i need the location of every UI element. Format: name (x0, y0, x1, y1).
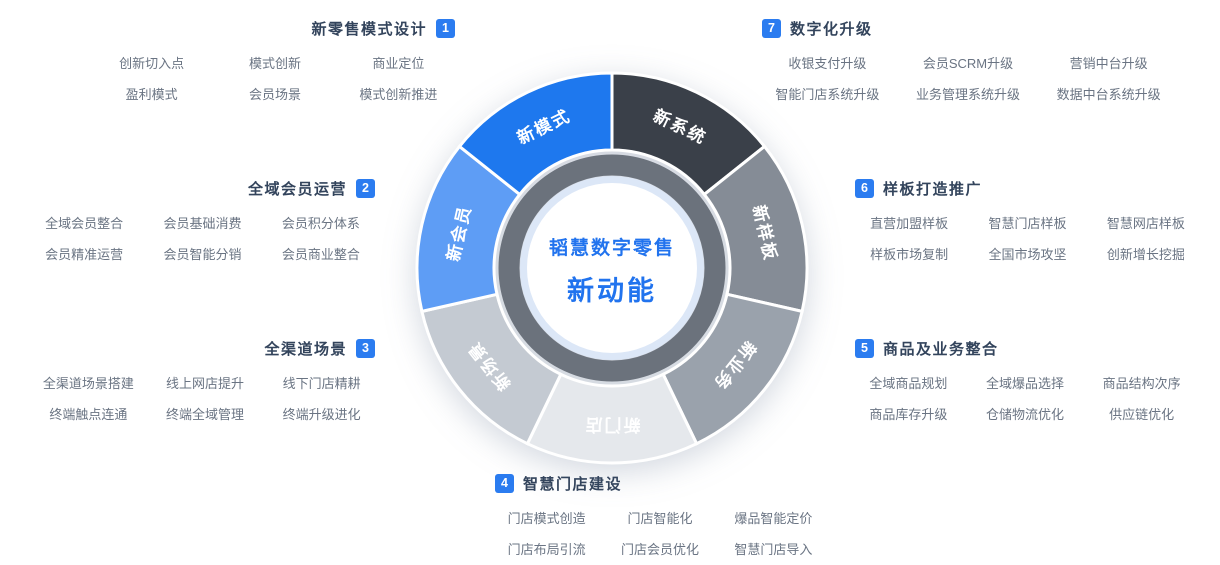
section-title: 全域会员运营 (247, 180, 347, 198)
section-header: 4 智慧门店建设 (495, 473, 825, 493)
section-items: 直营加盟样板 智慧门店样板 智慧网店样板 样板市场复制 全国市场攻坚 创新增长挖… (855, 213, 1200, 263)
section-header: 5 商品及业务整合 (855, 338, 1195, 358)
section-header: 全渠道场景 3 (35, 338, 375, 358)
section-item: 商品结构次序 (1102, 376, 1181, 391)
section-item: 会员场景 (248, 87, 301, 102)
section-number-badge: 3 (356, 338, 375, 358)
section-title: 新零售模式设计 (311, 20, 427, 38)
section-template-promotion: 6 样板打造推广 直营加盟样板 智慧门店样板 智慧网店样板 样板市场复制 全国市… (855, 178, 1200, 263)
section-title: 商品及业务整合 (883, 340, 999, 358)
section-item: 智能门店系统升级 (775, 87, 880, 102)
section-item: 供应链优化 (1109, 407, 1175, 422)
section-item: 直营加盟样板 (870, 216, 949, 231)
section-number-badge: 1 (436, 18, 455, 38)
section-new-retail-model-design: 新零售模式设计 1 创新切入点 模式创新 商业定位 盈利模式 会员场景 模式创新… (95, 18, 455, 103)
section-item: 全渠道场景搭建 (42, 376, 134, 391)
section-item: 数据中台系统升级 (1056, 87, 1161, 102)
section-item: 智慧门店样板 (988, 216, 1067, 231)
section-item: 会员商业整合 (281, 247, 360, 262)
section-items: 创新切入点 模式创新 商业定位 盈利模式 会员场景 模式创新推进 (95, 53, 455, 103)
section-item: 门店智能化 (627, 511, 693, 526)
section-member-operation: 全域会员运营 2 全域会员整合 会员基础消费 会员积分体系 会员精准运营 会员智… (30, 178, 375, 263)
section-number-badge: 6 (855, 178, 874, 198)
section-item: 线下门店精耕 (282, 376, 361, 391)
section-smart-store: 4 智慧门店建设 门店模式创造 门店智能化 爆品智能定价 门店布局引流 门店会员… (495, 473, 825, 558)
section-item: 智慧网店样板 (1106, 216, 1185, 231)
wheel-segment-new-model (457, 71, 614, 197)
section-item: 商业定位 (372, 56, 425, 71)
section-items: 全域商品规划 全域爆品选择 商品结构次序 商品库存升级 仓储物流优化 供应链优化 (855, 373, 1195, 423)
center-title: 韬慧数字零售 (549, 236, 675, 259)
section-item: 终端全域管理 (165, 407, 244, 422)
section-header: 新零售模式设计 1 (95, 18, 455, 38)
section-item: 创新切入点 (119, 56, 185, 71)
wheel-segments (415, 71, 809, 465)
section-header: 7 数字化升级 (762, 18, 1174, 38)
section-title: 智慧门店建设 (523, 475, 623, 493)
section-header: 6 样板打造推广 (855, 178, 1200, 198)
section-items: 全渠道场景搭建 线上网店提升 线下门店精耕 终端触点连通 终端全域管理 终端升级… (35, 373, 375, 423)
section-item: 创新增长挖掘 (1106, 247, 1185, 262)
section-goods-business-integration: 5 商品及业务整合 全域商品规划 全域爆品选择 商品结构次序 商品库存升级 仓储… (855, 338, 1195, 423)
section-item: 全域商品规划 (869, 376, 948, 391)
section-item: 会员精准运营 (45, 247, 124, 262)
section-item: 门店会员优化 (620, 542, 699, 557)
section-item: 全域会员整合 (45, 216, 124, 231)
section-item: 终端触点连通 (49, 407, 128, 422)
section-item: 模式创新 (248, 56, 301, 71)
section-item: 会员积分体系 (281, 216, 360, 231)
section-item: 线上网店提升 (165, 376, 244, 391)
section-item: 商品库存升级 (869, 407, 948, 422)
section-item: 营销中台升级 (1069, 56, 1148, 71)
section-item: 会员基础消费 (163, 216, 242, 231)
section-omnichannel-scene: 全渠道场景 3 全渠道场景搭建 线上网店提升 线下门店精耕 终端触点连通 终端全… (35, 338, 375, 423)
section-item: 模式创新推进 (359, 87, 438, 102)
inner-gray-ring (498, 154, 726, 382)
center-circle (527, 183, 697, 353)
section-title: 样板打造推广 (883, 180, 983, 198)
section-number-badge: 4 (495, 473, 514, 493)
section-digital-upgrade: 7 数字化升级 收银支付升级 会员SCRM升级 营销中台升级 智能门店系统升级 … (762, 18, 1174, 103)
section-number-badge: 7 (762, 18, 781, 38)
wheel-label-new-store: 新门店 (584, 415, 641, 435)
section-number-badge: 5 (855, 338, 874, 358)
section-item: 收银支付升级 (788, 56, 867, 71)
section-item: 样板市场复制 (870, 247, 949, 262)
section-item: 智慧门店导入 (734, 542, 813, 557)
section-item: 终端升级进化 (282, 407, 361, 422)
section-item: 爆品智能定价 (734, 511, 813, 526)
section-item: 门店布局引流 (507, 542, 586, 557)
section-item: 全国市场攻坚 (988, 247, 1067, 262)
section-items: 全域会员整合 会员基础消费 会员积分体系 会员精准运营 会员智能分销 会员商业整… (30, 213, 375, 263)
section-item: 盈利模式 (125, 87, 178, 102)
section-item: 业务管理系统升级 (915, 87, 1020, 102)
section-title: 数字化升级 (790, 20, 873, 38)
section-number-badge: 2 (356, 178, 375, 198)
section-item: 会员SCRM升级 (922, 56, 1014, 71)
section-item: 仓储物流优化 (985, 407, 1064, 422)
center-subtitle: 新动能 (567, 275, 657, 306)
section-header: 全域会员运营 2 (30, 178, 375, 198)
section-title: 全渠道场景 (264, 340, 347, 358)
section-item: 会员智能分销 (163, 247, 242, 262)
strategy-wheel: 韬慧数字零售 新动能 新系统 新样板 新业务 新门店 新场景 新会员 新模式 (415, 71, 809, 465)
section-item: 门店模式创造 (507, 511, 586, 526)
section-items: 收银支付升级 会员SCRM升级 营销中台升级 智能门店系统升级 业务管理系统升级… (762, 53, 1174, 103)
section-items: 门店模式创造 门店智能化 爆品智能定价 门店布局引流 门店会员优化 智慧门店导入 (495, 508, 825, 558)
section-item: 全域爆品选择 (985, 376, 1064, 391)
